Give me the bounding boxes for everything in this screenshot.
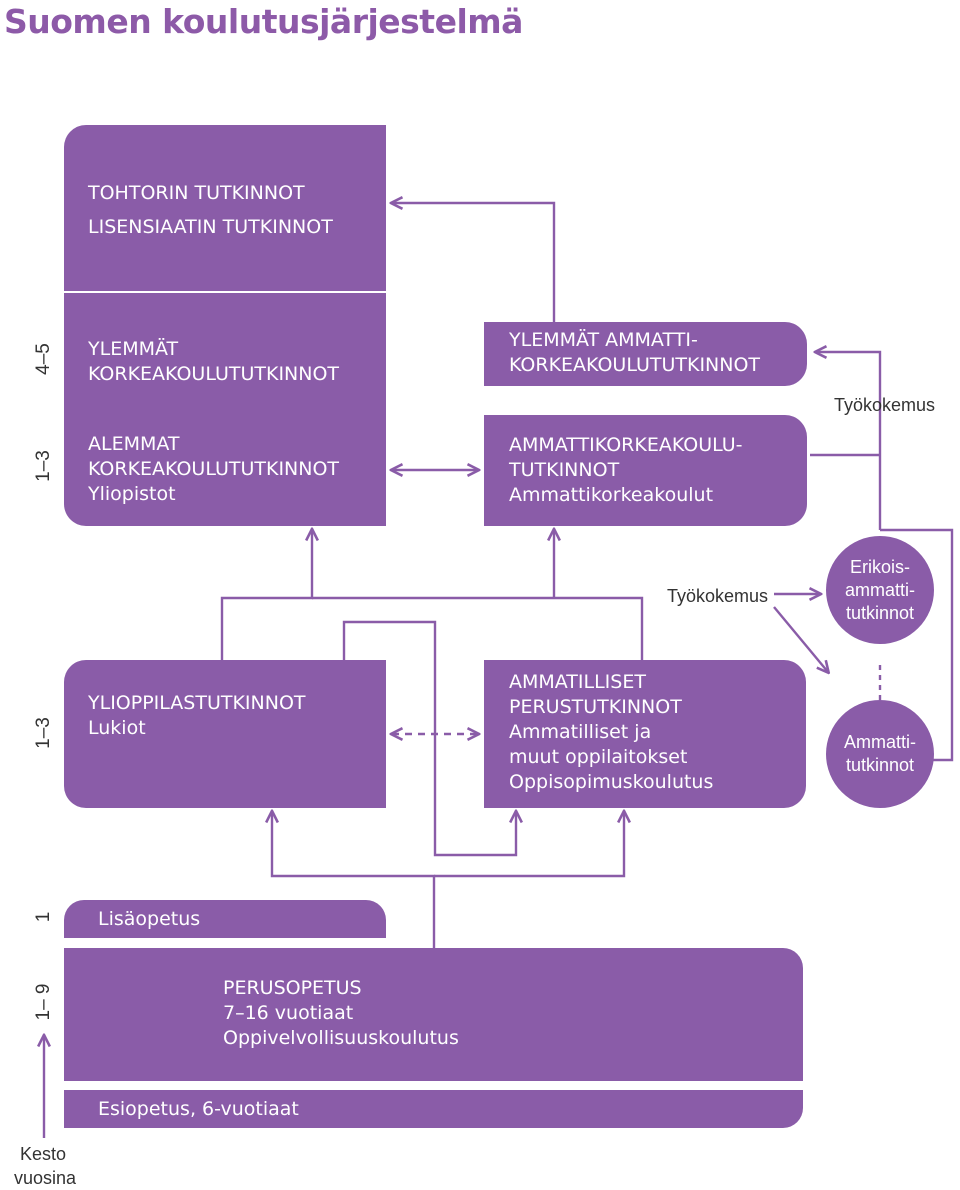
duration-ylemmat: 4–5	[33, 343, 54, 375]
ylemmat-line-1: YLEMMÄT	[88, 338, 179, 360]
label-tyokokemus-mid: Työkokemus	[667, 586, 769, 606]
alemmat-line-3: Yliopistot	[88, 483, 176, 505]
ammatilliset-line-2: PERUSTUTKINNOT	[509, 696, 682, 718]
perusopetus-line-3: Oppivelvollisuuskoulutus	[223, 1027, 459, 1049]
box-ylemmat-amk: YLEMMÄT AMMATTI- KORKEAKOULUTUTKINNOT	[484, 322, 807, 386]
amk-line-1: AMMATTIKORKEAKOULU-	[509, 434, 743, 456]
ammatti-line-2: tutkinnot	[845, 755, 915, 775]
duration-perusopetus: 1– 9	[33, 983, 54, 1021]
box-ammatilliset: AMMATILLISET PERUSTUTKINNOT Ammatilliset…	[484, 660, 806, 808]
box-ylemmat: YLEMMÄT KORKEAKOULUTUTKINNOT	[64, 293, 386, 411]
amk-line-2: TUTKINNOT	[509, 459, 620, 481]
kesto-line-1: Kesto	[20, 1144, 67, 1164]
kesto-line-2: vuosina	[14, 1168, 77, 1188]
ylemmat-amk-line-1: YLEMMÄT AMMATTI-	[509, 329, 698, 351]
arrow-amk-to-doctorate	[392, 203, 556, 322]
line-perus-to-amm	[434, 812, 624, 878]
duration-alemmat: 1–3	[33, 450, 54, 482]
ammatilliset-line-5: Oppisopimuskoulutus	[509, 771, 714, 793]
line-perus-up	[272, 812, 436, 948]
box-lisaopetus: Lisäopetus	[64, 900, 386, 938]
ammatilliset-line-1: AMMATILLISET	[509, 671, 646, 693]
box-alemmat: ALEMMAT KORKEAKOULUTUTKINNOT Yliopistot	[64, 411, 386, 526]
circle-erikoisammattitutkinnot: Erikois- ammatti- tutkinnot	[826, 536, 934, 644]
ylemmat-line-2: KORKEAKOULUTUTKINNOT	[88, 363, 340, 385]
perusopetus-line-2: 7–16 vuotiaat	[223, 1002, 354, 1024]
box-amk: AMMATTIKORKEAKOULU- TUTKINNOT Ammattikor…	[484, 415, 807, 526]
alemmat-line-2: KORKEAKOULUTUTKINNOT	[88, 458, 340, 480]
tohtori-line-1: TOHTORIN TUTKINNOT	[88, 182, 305, 204]
circle-ammattitutkinnot: Ammatti- tutkinnot	[826, 700, 934, 808]
page-title: Suomen koulutusjärjestelmä	[4, 2, 523, 41]
box-lukio: YLIOPPILASTUTKINNOT Lukiot	[64, 660, 386, 808]
line-ammatti-loop	[880, 528, 954, 762]
duration-lisaopetus: 1	[33, 911, 54, 923]
lukio-line-1: YLIOPPILASTUTKINNOT	[88, 692, 306, 714]
erikois-line-3: tutkinnot	[845, 602, 915, 623]
duration-lukio: 1–3	[33, 717, 54, 749]
ammatilliset-line-3: Ammatilliset ja	[509, 721, 652, 743]
arrow-tyokokemus-ammatti	[773, 606, 828, 672]
erikois-line-1: Erikois-	[849, 556, 910, 577]
ylemmat-amk-line-2: KORKEAKOULUTUTKINNOT	[509, 354, 761, 376]
box-esiopetus: Esiopetus, 6-vuotiaat	[64, 1090, 803, 1128]
line-lukio-amk	[312, 596, 644, 660]
esiopetus-label: Esiopetus, 6-vuotiaat	[98, 1098, 299, 1120]
tohtori-line-2: LISENSIAATIN TUTKINNOT	[88, 216, 333, 238]
alemmat-line-1: ALEMMAT	[88, 433, 180, 455]
arrow-to-university	[220, 530, 312, 660]
lukio-line-2: Lukiot	[88, 717, 146, 739]
arrow-work-experience-to-ylemmat-amk	[816, 352, 882, 530]
ammatti-line-1: Ammatti-	[844, 732, 916, 752]
box-tohtori: TOHTORIN TUTKINNOT LISENSIAATIN TUTKINNO…	[64, 125, 386, 291]
erikois-line-2: ammatti-	[844, 579, 915, 600]
lisaopetus-label: Lisäopetus	[98, 908, 201, 930]
amk-line-3: Ammattikorkeakoulut	[509, 484, 714, 506]
label-tyokokemus-top: Työkokemus	[834, 395, 936, 415]
label-kesto-vuosina: Kesto vuosina	[14, 1142, 76, 1190]
ammatilliset-line-4: muut oppilaitokset	[509, 746, 688, 768]
box-perusopetus: PERUSOPETUS 7–16 vuotiaat Oppivelvollisu…	[64, 948, 803, 1081]
perusopetus-line-1: PERUSOPETUS	[223, 977, 362, 999]
